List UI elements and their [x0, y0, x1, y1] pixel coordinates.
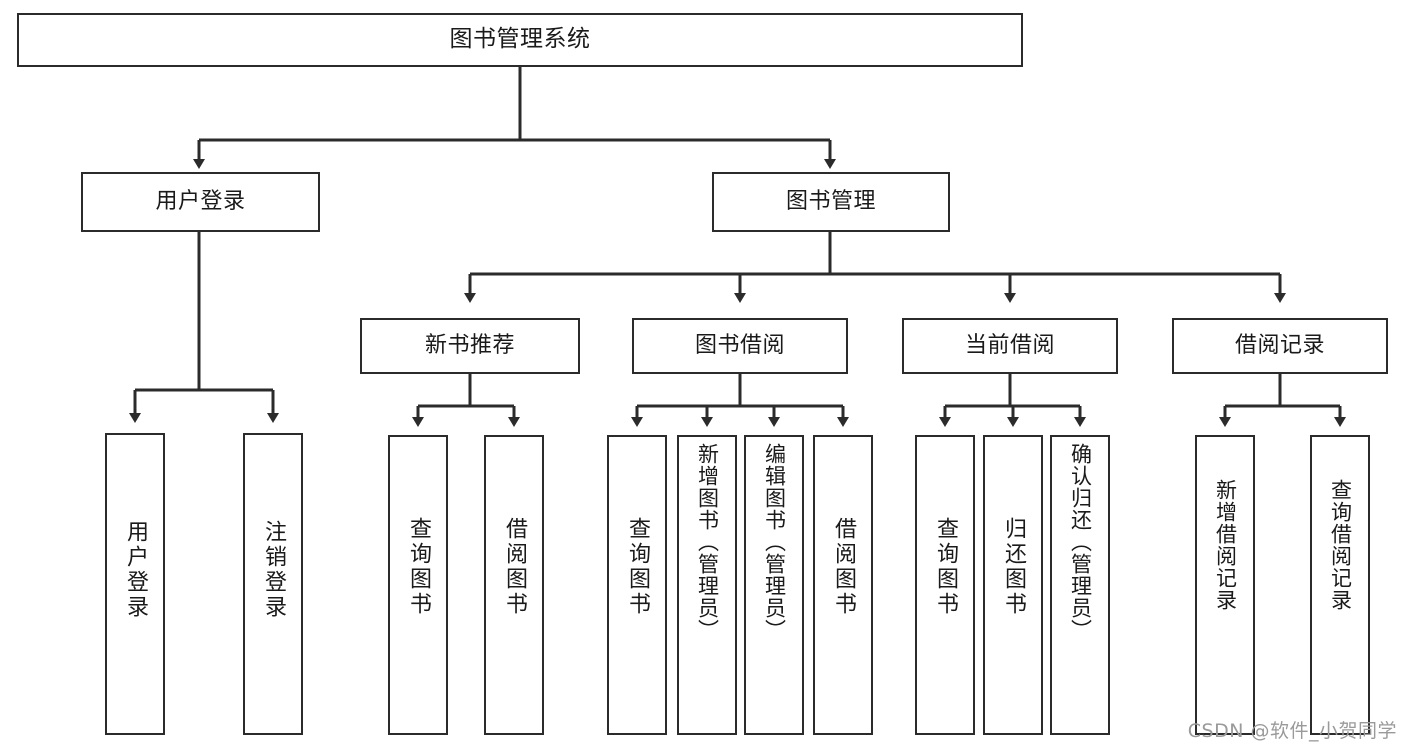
node-borrow-record[interactable]: 借阅记录 [1172, 318, 1388, 374]
node-label: 新书推荐 [424, 333, 515, 359]
leaf-query-book-current[interactable]: 查询图书 [915, 435, 975, 735]
leaf-borrow-book-borrow[interactable]: 借阅图书 [813, 435, 873, 735]
node-label: 图书借阅 [694, 333, 785, 359]
leaf-confirm-return-admin[interactable]: 确认归还（管理员） [1050, 435, 1110, 735]
node-label: 编辑图书（管理员） [762, 443, 787, 641]
node-label: 查询借阅记录 [1328, 479, 1353, 611]
leaf-logout-login[interactable]: 注销登录 [243, 433, 303, 735]
leaf-add-book-admin[interactable]: 新增图书（管理员） [677, 435, 737, 735]
node-book-management[interactable]: 图书管理 [712, 172, 950, 232]
node-current-borrow[interactable]: 当前借阅 [902, 318, 1118, 374]
node-label: 当前借阅 [964, 333, 1055, 359]
node-book-borrow[interactable]: 图书借阅 [632, 318, 848, 374]
node-root-system[interactable]: 图书管理系统 [17, 13, 1023, 67]
node-label: 图书管理系统 [449, 26, 591, 53]
node-user-login[interactable]: 用户登录 [81, 172, 320, 232]
leaf-query-book-borrow[interactable]: 查询图书 [607, 435, 667, 735]
node-label: 用户登录 [155, 189, 246, 215]
node-label: 新增图书（管理员） [695, 443, 720, 641]
leaf-return-book[interactable]: 归还图书 [983, 435, 1043, 735]
leaf-query-borrow-record[interactable]: 查询借阅记录 [1310, 435, 1370, 735]
leaf-borrow-book-recommend[interactable]: 借阅图书 [484, 435, 544, 735]
node-label: 借阅图书 [831, 517, 856, 617]
node-label: 确认归还（管理员） [1068, 443, 1093, 641]
watermark-text: CSDN @软件_小贺同学 [1187, 720, 1397, 742]
node-label: 归还图书 [1001, 517, 1026, 617]
node-label: 图书管理 [785, 189, 876, 215]
node-new-book-recommend[interactable]: 新书推荐 [360, 318, 580, 374]
leaf-add-borrow-record[interactable]: 新增借阅记录 [1195, 435, 1255, 735]
leaf-edit-book-admin[interactable]: 编辑图书（管理员） [744, 435, 804, 735]
node-label: 查询图书 [933, 517, 958, 617]
leaf-query-book-recommend[interactable]: 查询图书 [388, 435, 448, 735]
node-label: 注销登录 [261, 520, 286, 620]
node-label: 用户登录 [123, 520, 148, 620]
node-label: 借阅图书 [502, 517, 527, 617]
leaf-user-login[interactable]: 用户登录 [105, 433, 165, 735]
node-label: 查询图书 [406, 517, 431, 617]
node-label: 查询图书 [625, 517, 650, 617]
node-label: 借阅记录 [1234, 333, 1325, 359]
node-label: 新增借阅记录 [1213, 479, 1238, 611]
